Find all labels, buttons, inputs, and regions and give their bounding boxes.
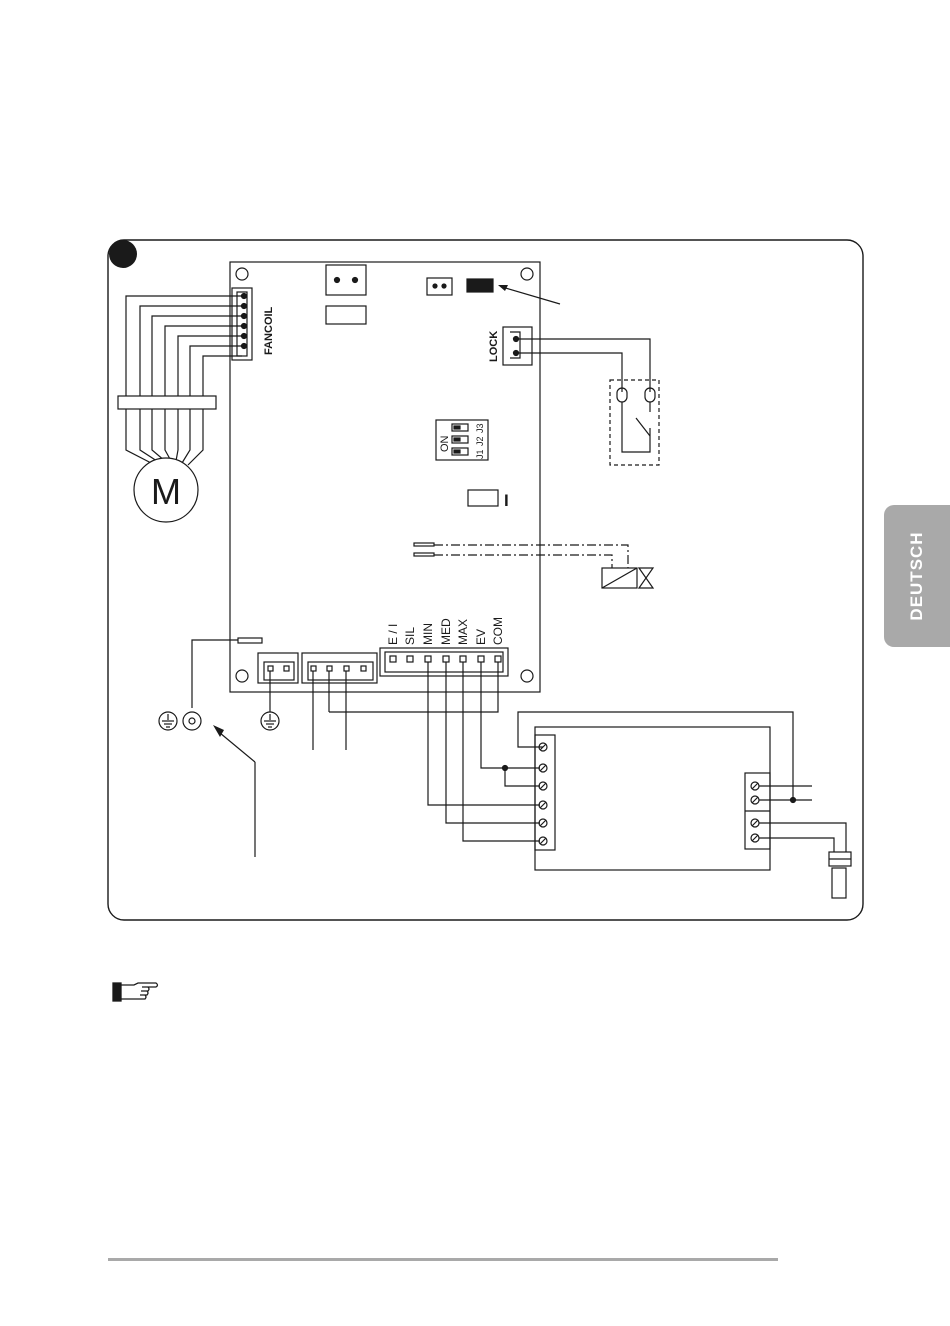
ground-symbol-icon bbox=[159, 712, 177, 730]
terminal-label-ev: EV bbox=[474, 629, 488, 645]
terminal-label-max: MAX bbox=[456, 619, 470, 645]
power-connector bbox=[326, 265, 366, 324]
fancoil-label: FANCOIL bbox=[263, 306, 275, 355]
jumper-header bbox=[427, 278, 452, 295]
dip-on-label: ON bbox=[439, 435, 451, 452]
power-input-connector bbox=[302, 653, 377, 750]
valve-wiring bbox=[414, 543, 628, 568]
indicator-tick: I bbox=[504, 491, 509, 510]
motor-icon: M bbox=[134, 458, 198, 522]
lock-label: LOCK bbox=[488, 331, 500, 362]
motor-wires bbox=[118, 296, 242, 465]
valve-icon bbox=[602, 568, 653, 588]
terminal-label-com: COM bbox=[491, 617, 505, 645]
terminal-label-min: MIN bbox=[421, 623, 435, 645]
ground-symbol-icon bbox=[261, 712, 279, 730]
motor-label: M bbox=[151, 471, 181, 512]
jumper-label-j3: J3 bbox=[475, 423, 485, 433]
board-to-thermostat-wires bbox=[329, 662, 540, 841]
earth-connector bbox=[258, 653, 298, 712]
terminal-strip bbox=[380, 648, 508, 676]
fancoil-connector bbox=[232, 288, 252, 360]
footer-rule bbox=[108, 1258, 778, 1261]
ring-terminal-icon bbox=[183, 712, 201, 730]
figure-marker bbox=[109, 240, 137, 268]
contact-switch bbox=[610, 380, 659, 465]
ground-wire bbox=[192, 638, 262, 708]
pointing-hand-icon bbox=[112, 981, 160, 1003]
terminal-label-med: MED bbox=[439, 618, 453, 645]
terminal-label-sil: SIL bbox=[403, 627, 417, 645]
thermostat-unit bbox=[535, 727, 770, 870]
sensor-probe bbox=[759, 823, 851, 898]
diagram-frame bbox=[108, 240, 863, 920]
terminal-label-ei: E / I bbox=[386, 624, 400, 645]
board-led bbox=[467, 279, 493, 292]
jumper-label-j2: J2 bbox=[475, 436, 485, 446]
indicator-box bbox=[468, 490, 498, 506]
jumper-label-j1: J1 bbox=[475, 449, 485, 459]
lock-connector bbox=[503, 327, 532, 365]
